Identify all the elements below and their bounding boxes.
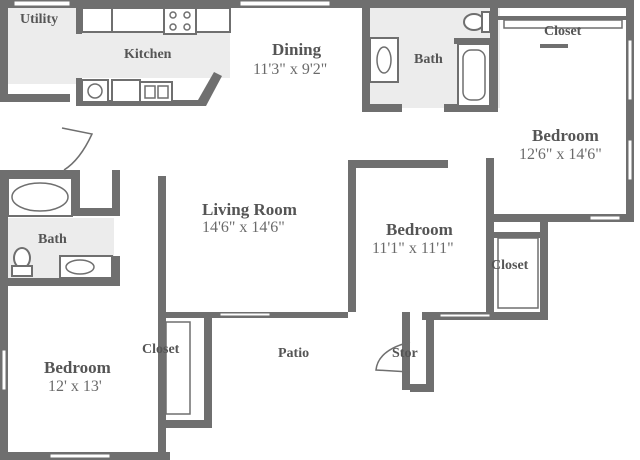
sink-basin-icon bbox=[376, 46, 392, 74]
fridge-icon bbox=[81, 7, 113, 33]
bathtub-icon bbox=[7, 177, 73, 217]
counter-upper bbox=[111, 7, 165, 33]
storage-label: Stor bbox=[392, 346, 418, 361]
closet-left-label: Closet bbox=[142, 342, 180, 357]
bedroom-mid-label: Bedroom bbox=[386, 220, 453, 239]
utility-label: Utility bbox=[20, 12, 59, 27]
living-room-label: Living Room bbox=[202, 200, 297, 219]
bedroom-left-size: 12' x 13' bbox=[48, 378, 102, 395]
bedroom-left-label: Bedroom bbox=[44, 358, 111, 377]
kitchen-label: Kitchen bbox=[124, 47, 172, 62]
patio-label: Patio bbox=[278, 346, 310, 361]
counter-lower bbox=[111, 79, 141, 103]
kitchen-fixtures bbox=[81, 7, 231, 103]
bath-left-label: Bath bbox=[38, 232, 67, 247]
left-bath-fixtures bbox=[7, 177, 113, 279]
counter-right bbox=[195, 7, 231, 33]
bedroom-right-label: Bedroom bbox=[532, 126, 599, 145]
dining-size: 11'3" x 9'2" bbox=[253, 61, 328, 78]
dining-label: Dining bbox=[272, 40, 322, 59]
door-swings bbox=[61, 127, 411, 373]
vanity-icon bbox=[369, 37, 399, 83]
washer-icon bbox=[81, 79, 109, 103]
vanity-icon bbox=[59, 255, 113, 279]
utility-floor bbox=[8, 8, 80, 84]
closet-shelves bbox=[165, 19, 623, 415]
bedroom-right-size: 12'6" x 14'6" bbox=[519, 146, 602, 163]
bath-top-label: Bath bbox=[414, 52, 443, 67]
living-room-size: 14'6" x 14'6" bbox=[202, 219, 285, 236]
closet-mid-label: Closet bbox=[491, 258, 529, 273]
closet-top-label: Closet bbox=[544, 24, 582, 39]
bedroom-mid-size: 11'1" x 11'1" bbox=[372, 240, 454, 257]
stove-icon bbox=[163, 7, 197, 35]
top-bath-fixtures bbox=[369, 11, 491, 107]
interior-walls bbox=[0, 0, 626, 452]
